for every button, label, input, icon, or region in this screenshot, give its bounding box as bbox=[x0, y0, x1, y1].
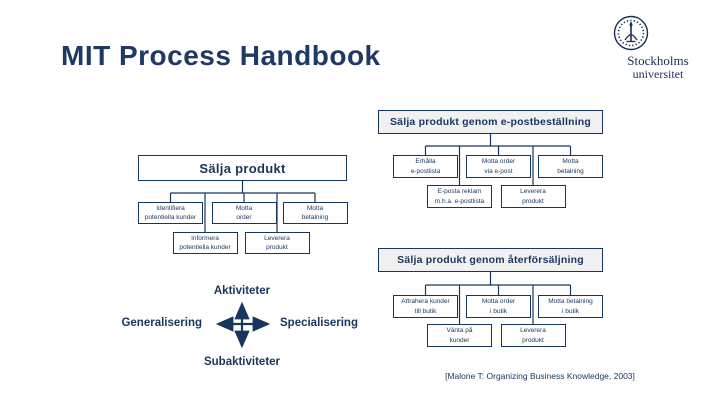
tree-node: Motta betalning i butik bbox=[538, 295, 603, 318]
logo-line1: Stockholms bbox=[627, 53, 689, 68]
axis-label-subaktiviteter: Subaktiviteter bbox=[203, 356, 281, 368]
university-name: Stockholms universitet bbox=[606, 54, 710, 80]
tree-node: Erhålla e-postlista bbox=[393, 155, 458, 178]
citation: [Malone T: Organizing Business Knowledge… bbox=[445, 371, 635, 381]
axis-label-specialisering: Specialisering bbox=[280, 317, 358, 329]
tree-node: Motta order bbox=[211, 202, 277, 224]
logo-line2: universitet bbox=[632, 66, 684, 81]
tree-node: Identifiera potentiella kunder bbox=[138, 202, 203, 224]
tree-node: Motta order i butik bbox=[466, 295, 531, 318]
tree-subnode: E-posta reklam m.h.a. e-postlista bbox=[427, 185, 492, 208]
tree-node: Motta betalning bbox=[282, 202, 348, 224]
header-retail: Sälja produkt genom återförsäljning bbox=[378, 248, 603, 272]
header-email-order: Sälja produkt genom e-postbeställning bbox=[378, 110, 603, 134]
slide-title: MIT Process Handbook bbox=[61, 40, 381, 71]
tree-subnode: Vänta på kunder bbox=[427, 324, 492, 347]
tree-node: Attrahera kunder till butik bbox=[393, 295, 458, 318]
university-seal-icon bbox=[613, 15, 649, 51]
university-logo: Stockholms universitet bbox=[606, 14, 710, 80]
tree-subnode: Informera potentiella kunder bbox=[172, 232, 238, 254]
axes-cross-arrows bbox=[215, 301, 271, 349]
tree-subnode: Leverera produkt bbox=[500, 185, 566, 208]
axis-label-aktiviteter: Aktiviteter bbox=[213, 285, 271, 297]
tree-subnode: Leverera produkt bbox=[244, 232, 310, 254]
tree-root-salja-produkt: Sälja produkt bbox=[138, 155, 347, 181]
tree-subnode: Leverera produkt bbox=[500, 324, 566, 347]
axis-label-generalisering: Generalisering bbox=[121, 317, 202, 329]
tree-node: Motta betalning bbox=[538, 155, 603, 178]
tree-node: Motta order via e-post bbox=[466, 155, 531, 178]
